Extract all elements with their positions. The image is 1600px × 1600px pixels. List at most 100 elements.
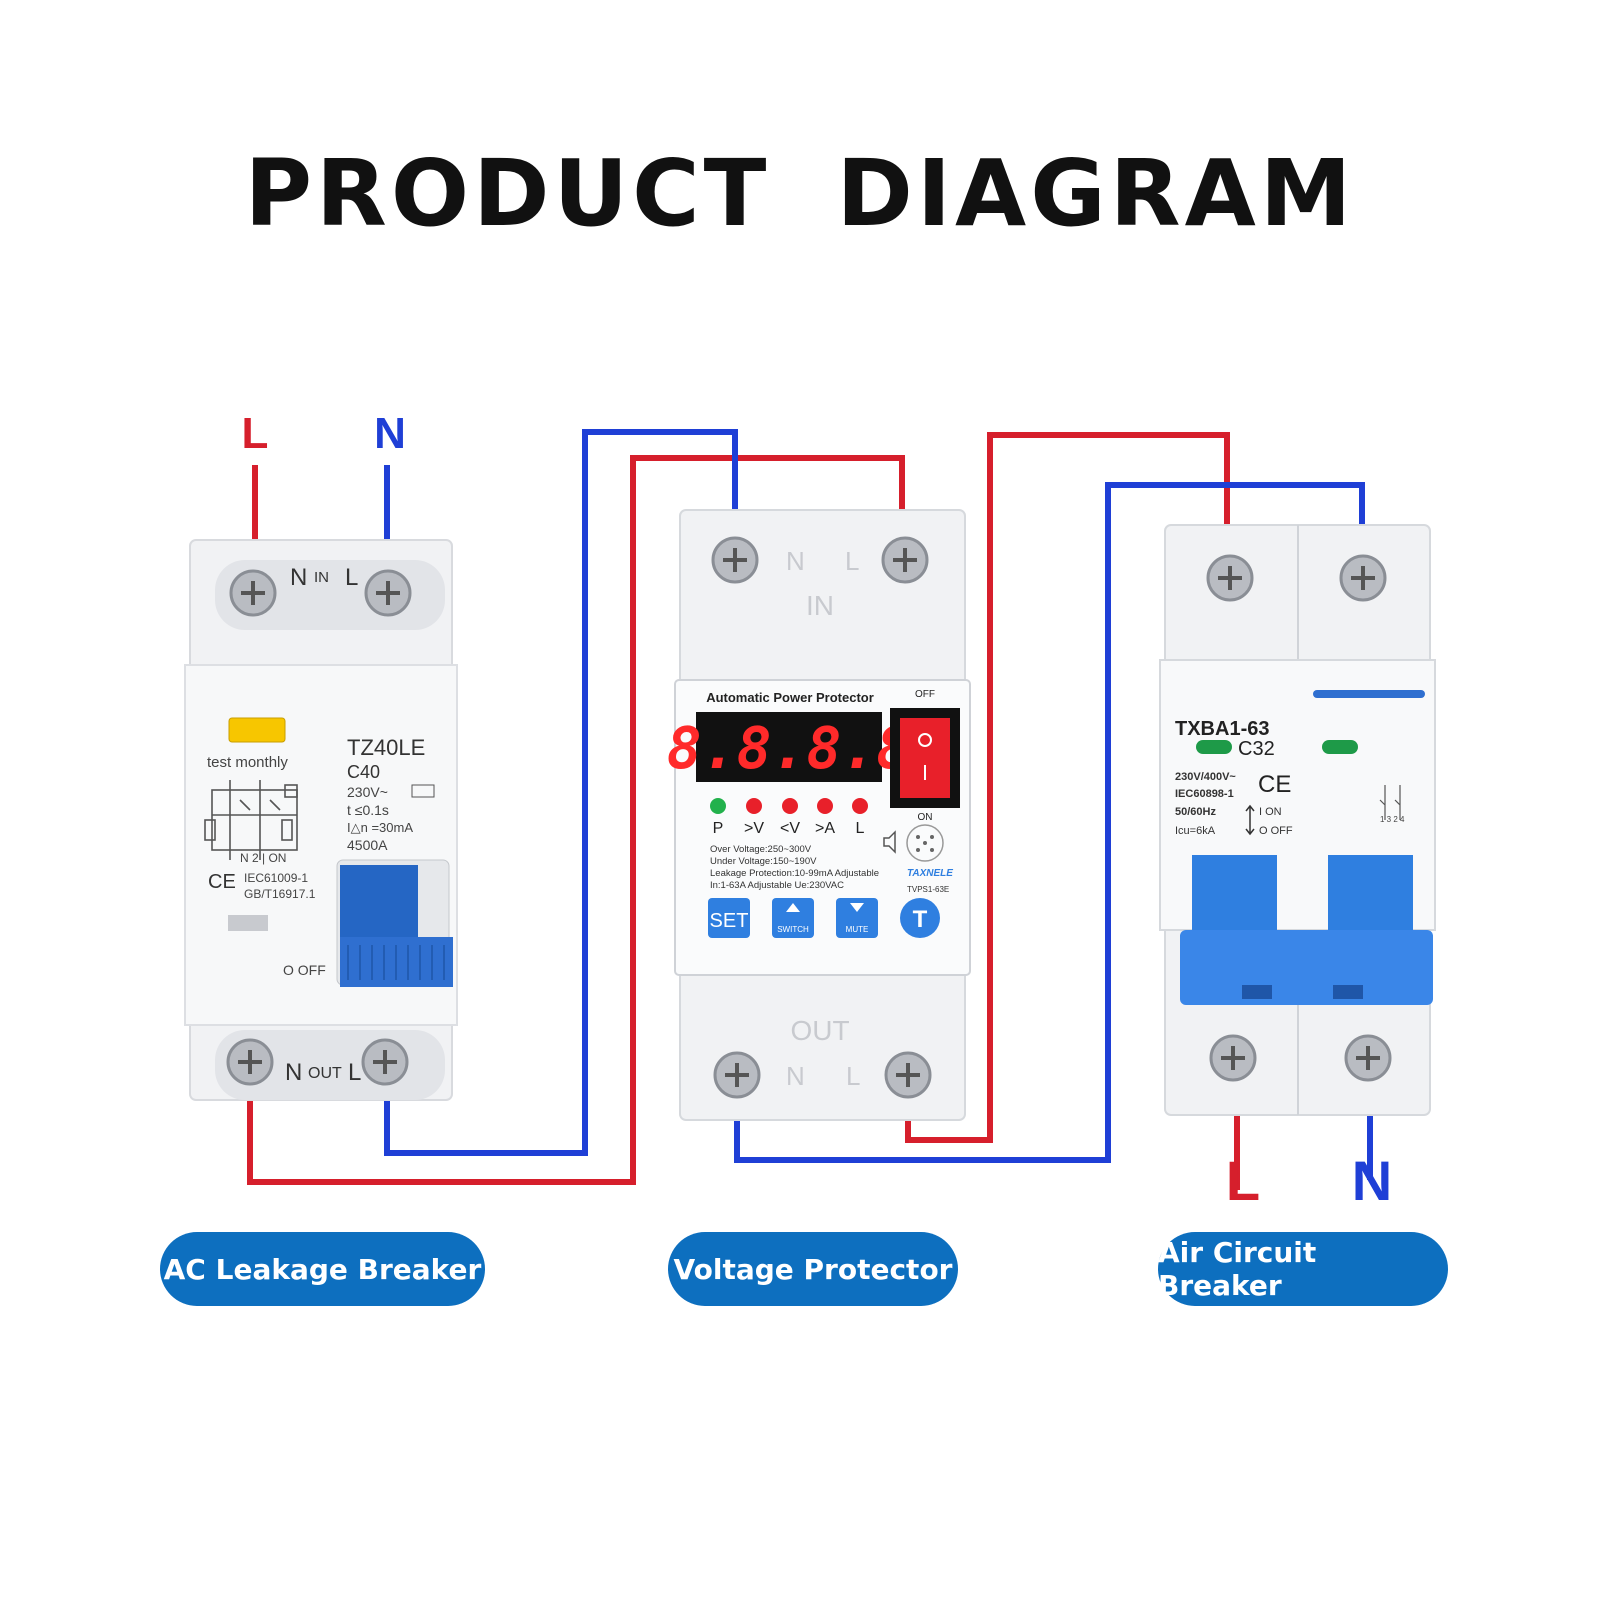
leakage-bottom-n: N — [285, 1059, 302, 1086]
protector-header: Automatic Power Protector — [706, 690, 874, 705]
leakage-test-label: test monthly — [207, 754, 288, 771]
page-title: PRODUCT DIAGRAM — [244, 140, 1356, 247]
indicator-led-over-voltage — [746, 798, 762, 814]
test-button-label: T — [913, 906, 928, 933]
protector-in-l: L — [845, 546, 859, 576]
leakage-voltage: 230V~ — [347, 784, 388, 800]
air-breaker-ce-mark: CE — [1258, 771, 1291, 798]
indicator-led-over-current — [817, 798, 833, 814]
leakage-bottom-out: OUT — [308, 1065, 342, 1082]
screw-icon — [884, 1051, 932, 1099]
indicator-label: P — [713, 820, 724, 837]
air-breaker-voltage: 230V/400V~ — [1175, 771, 1236, 783]
screw-icon — [361, 1038, 409, 1086]
leakage-rating: C40 — [347, 762, 380, 782]
input-neutral-label: N — [374, 409, 406, 458]
protector-spec: In:1-63A Adjustable Ue:230VAC — [710, 880, 844, 891]
indicator-label: <V — [780, 820, 800, 837]
output-live-label: L — [1226, 1149, 1260, 1212]
leakage-toggle-lever[interactable] — [340, 865, 418, 945]
breaker-lever-right[interactable] — [1328, 855, 1413, 935]
indicator-led-leakage — [852, 798, 868, 814]
switch-button[interactable]: SWITCH — [772, 898, 814, 938]
screw-icon — [1339, 554, 1387, 602]
breaker-lever-left[interactable] — [1192, 855, 1277, 935]
pole-schematic-icon — [1379, 785, 1401, 820]
ac-leakage-breaker: N IN L N OUT L test monthly N 2 | ON TZ4… — [184, 539, 458, 1101]
leakage-ce-mark: CE — [208, 871, 236, 893]
indicator-led-p — [710, 798, 726, 814]
protector-spec: Under Voltage:150~190V — [710, 856, 817, 867]
air-breaker-model: TXBA1-63 — [1175, 718, 1269, 740]
protector-brand: TAXNELE — [907, 868, 953, 879]
screw-icon — [229, 569, 277, 617]
output-neutral-label: N — [1352, 1149, 1392, 1212]
protector-display — [696, 712, 882, 782]
screw-icon — [364, 569, 412, 617]
leakage-standard2: GB/T16917.1 — [244, 887, 316, 901]
test-button[interactable]: T — [900, 898, 940, 938]
leakage-schematic-marks: N 2 | ON — [240, 851, 286, 865]
leakage-top-n: N — [290, 564, 307, 591]
leakage-window — [228, 915, 268, 931]
protector-out-n: N — [786, 1061, 805, 1091]
wire-leakage-to-protector-n — [384, 429, 738, 1156]
protector-spec: Over Voltage:250~300V — [710, 844, 812, 855]
air-breaker-off: O OFF — [1259, 825, 1293, 837]
caption-ac-leakage-breaker: AC Leakage Breaker — [160, 1232, 485, 1306]
screw-icon — [1344, 1034, 1392, 1082]
wire-protector-to-breaker-n — [734, 482, 1365, 1163]
indicator-label: >V — [744, 820, 764, 837]
wire-leakage-to-protector-l — [247, 455, 905, 1185]
down-arrow-icon — [850, 903, 864, 912]
leakage-capacity: 4500A — [347, 837, 388, 853]
indicator-led-under-voltage — [782, 798, 798, 814]
air-breaker-icu: Icu=6kA — [1175, 825, 1216, 837]
protector-display-value: 8.8.8.8 — [667, 714, 911, 782]
indicator-label: >A — [815, 820, 835, 837]
leakage-model: TZ40LE — [347, 735, 425, 760]
screw-icon — [1209, 1034, 1257, 1082]
screw-icon — [711, 536, 759, 584]
protector-out-label: OUT — [790, 1015, 849, 1046]
air-breaker-freq: 50/60Hz — [1175, 806, 1216, 818]
breaker-status-indicator — [1196, 740, 1232, 754]
breaker-handle-bar[interactable] — [1180, 930, 1433, 1005]
protector-switch-on: ON — [918, 812, 933, 823]
screw-icon — [1206, 554, 1254, 602]
air-circuit-breaker: TXBA1-63 C32 230V/400V~ IEC60898-1 50/60… — [1159, 524, 1436, 1116]
protector-switch-off: OFF — [915, 689, 935, 700]
leakage-trip-time: t ≤0.1s — [347, 802, 389, 818]
protector-in-label: IN — [806, 590, 834, 621]
protector-in-n: N — [786, 546, 805, 576]
leakage-bottom-l: L — [348, 1059, 361, 1086]
breaker-status-indicator — [1322, 740, 1358, 754]
air-breaker-rating: C32 — [1238, 738, 1275, 760]
wire-protector-to-breaker-l — [905, 432, 1230, 1143]
up-arrow-icon — [786, 903, 800, 912]
leakage-top-l: L — [345, 564, 358, 591]
test-button[interactable] — [228, 717, 286, 743]
voltage-protector: N L IN Automatic Power Protector OFF 8.8… — [667, 509, 971, 1121]
power-rocker-switch[interactable] — [900, 718, 950, 798]
air-breaker-on: I ON — [1259, 806, 1282, 818]
wiring-schematic-icon — [204, 780, 298, 860]
air-breaker-standard: IEC60898-1 — [1175, 788, 1234, 800]
protector-out-l: L — [846, 1061, 860, 1091]
leakage-standard1: IEC61009-1 — [244, 871, 308, 885]
caption-voltage-protector: Voltage Protector — [668, 1232, 958, 1306]
set-button[interactable]: SET — [708, 898, 750, 938]
input-live-label: L — [242, 409, 269, 458]
air-breaker-poles: 1 3 2 4 — [1380, 815, 1405, 824]
leakage-off-label: O OFF — [283, 962, 326, 978]
speaker-icon — [883, 824, 944, 862]
mute-button[interactable]: MUTE — [836, 898, 878, 938]
protector-spec: Leakage Protection:10-99mA Adjustable — [710, 868, 879, 879]
on-off-arrow-icon — [1245, 804, 1255, 836]
set-button-label: SET — [710, 910, 749, 932]
mute-button-label: MUTE — [846, 925, 869, 934]
leakage-top-in: IN — [314, 569, 329, 586]
switch-button-label: SWITCH — [777, 925, 809, 934]
